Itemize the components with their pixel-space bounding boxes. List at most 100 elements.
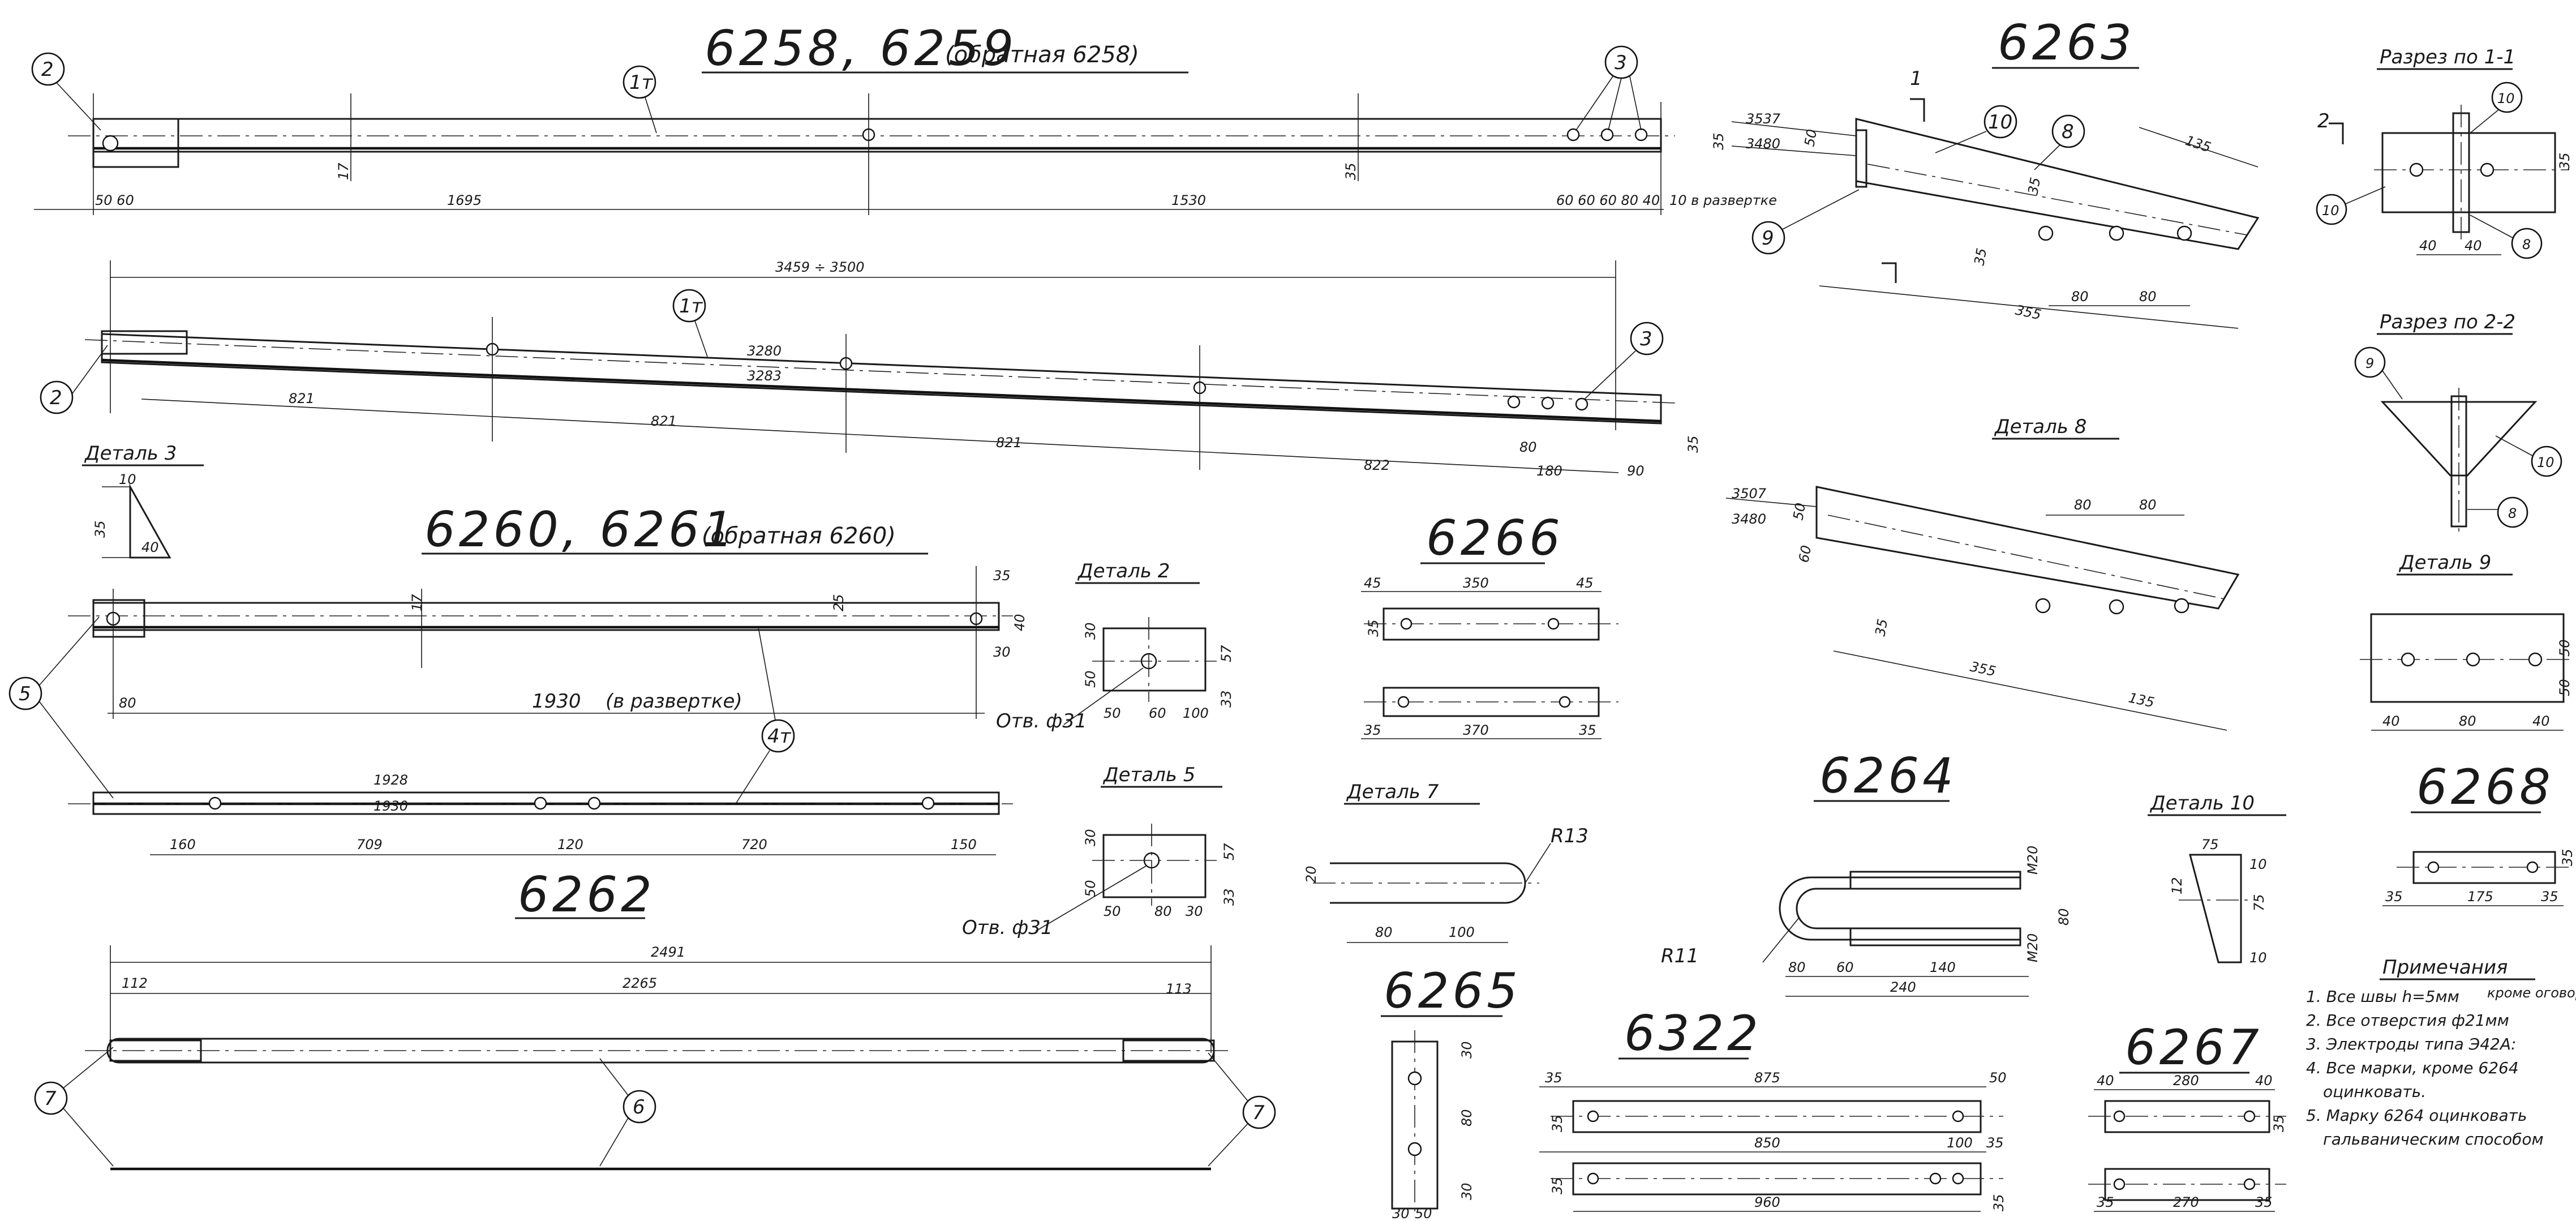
dim-80-incl: 80 bbox=[1519, 439, 1537, 455]
detail-5-d50b: 50 bbox=[1104, 903, 1121, 919]
leader-3b bbox=[1608, 78, 1622, 131]
callout-5 bbox=[8, 676, 42, 710]
leader-8-6263 bbox=[2034, 144, 2060, 170]
hole-6258-5 bbox=[1634, 128, 1648, 142]
hole-6265-1 bbox=[1407, 1071, 1422, 1086]
detail-9-title: Деталь 9 bbox=[2398, 551, 2491, 574]
callout-9-s22 bbox=[2354, 346, 2386, 378]
note-2: 2. Все отверстия ф21мм bbox=[2306, 1011, 2509, 1030]
section-2-2-shape bbox=[2380, 401, 2538, 477]
detail-5-plate bbox=[1102, 834, 1207, 898]
title-6262: 6262 bbox=[518, 867, 655, 923]
dimline-355-6263 bbox=[1819, 285, 2239, 329]
detail-8-hole-2 bbox=[2109, 599, 2124, 615]
detail-10-d75: 75 bbox=[2201, 837, 2219, 852]
dim-35-6322e: 35 bbox=[1991, 1194, 2007, 1211]
callout-9-6263 bbox=[1751, 221, 1785, 255]
hole-incl-4 bbox=[1507, 395, 1521, 409]
dim-821-c: 821 bbox=[996, 435, 1022, 451]
detail-10-d10b: 10 bbox=[2249, 950, 2267, 966]
dim-35-a: 35 bbox=[1343, 162, 1359, 180]
hole-6263-1 bbox=[2038, 225, 2054, 241]
leader-9-6263 bbox=[1782, 189, 1860, 230]
bracket-6263-rib bbox=[1855, 129, 1867, 188]
bar-inclined-edge bbox=[101, 358, 1661, 423]
callout-7-left bbox=[34, 1081, 68, 1115]
note-1b: кроме оговоренных bbox=[2487, 985, 2576, 1001]
hole-6263-3 bbox=[2176, 225, 2192, 241]
dim-1530: 1530 bbox=[1171, 192, 1206, 208]
dim-821-b: 821 bbox=[651, 413, 677, 429]
dim-175: 175 bbox=[2467, 889, 2493, 905]
detail-3-shape bbox=[129, 483, 171, 559]
dim-35-6268b: 35 bbox=[2541, 889, 2558, 905]
dim-17-a: 17 bbox=[336, 162, 351, 180]
bar-inclined-axis bbox=[84, 339, 1676, 404]
leader-6-b bbox=[599, 1117, 629, 1167]
detail-2-hole-note: Отв. ф31 bbox=[996, 710, 1087, 732]
dim-end-6258: 60 60 60 80 40 bbox=[1556, 192, 1660, 208]
hole-6266-1 bbox=[1400, 618, 1412, 630]
dim-40-6267b: 40 bbox=[2255, 1073, 2273, 1089]
detail-8-group: Деталь 8 80 80 3507 3480 50 60 35 355 13… bbox=[1725, 415, 2240, 731]
section-2-2-title: Разрез по 2-2 bbox=[2380, 311, 2515, 333]
callout-2-top-text: 2 bbox=[41, 58, 54, 81]
detail-8-dimline-355 bbox=[1833, 650, 2227, 731]
leader-1t-top bbox=[645, 97, 657, 134]
callout-7-right-text: 7 bbox=[1252, 1102, 1265, 1124]
detail-8-d50: 50 bbox=[1790, 502, 1809, 521]
detail-2-d50: 50 bbox=[1083, 670, 1098, 688]
callout-2-mid bbox=[40, 380, 74, 414]
title-6267: 6267 bbox=[2125, 1019, 2262, 1076]
section-1-1-arrow bbox=[2329, 122, 2344, 144]
detail-5-d33: 33 bbox=[1221, 888, 1237, 906]
leader-1t-mid bbox=[694, 320, 708, 357]
section-1-1-d40a: 40 bbox=[2419, 238, 2437, 254]
callout-8-6263 bbox=[2051, 114, 2085, 148]
detail-9-d40a: 40 bbox=[2382, 713, 2400, 729]
dim-35-6268a: 35 bbox=[2385, 889, 2403, 905]
dim-m20-top: M20 bbox=[2025, 846, 2041, 875]
section-arrow-1a bbox=[1910, 98, 1925, 122]
dim-1930: 1930 bbox=[532, 690, 581, 713]
detail-8-hole-3 bbox=[2174, 598, 2189, 614]
callout-10-s22-text: 10 bbox=[2537, 455, 2554, 470]
part-6322-group: 6322 35 875 50 35 850 100 35 960 35 35 bbox=[1539, 1005, 2007, 1212]
dim-50-60: 50 60 bbox=[95, 192, 134, 208]
dim-35-6266a: 35 bbox=[1366, 619, 1381, 637]
detail-10-shape bbox=[2189, 854, 2242, 963]
hole-6267-2 bbox=[2243, 1110, 2256, 1123]
dim-932-a: 35 bbox=[1711, 132, 1727, 150]
detail-3-d40: 40 bbox=[141, 539, 159, 555]
dim-30-6265c: 30 bbox=[1392, 1206, 1410, 1221]
leader-7-left-b bbox=[63, 1108, 114, 1167]
dim-80-6263a: 80 bbox=[2071, 289, 2089, 305]
dim-80-6264: 80 bbox=[2056, 908, 2072, 926]
section-1-1-d35: 35 bbox=[2557, 152, 2573, 170]
leader-10-s22 bbox=[2495, 435, 2533, 456]
hole-6265-2 bbox=[1407, 1142, 1422, 1156]
detail-5-title: Деталь 5 bbox=[1102, 764, 1195, 786]
title-6268: 6268 bbox=[2416, 759, 2554, 816]
hole-6322-5 bbox=[1952, 1172, 1964, 1185]
dim-35-6322b: 35 bbox=[1549, 1115, 1565, 1132]
dim-35-incl: 35 bbox=[1685, 435, 1701, 453]
detail-3-group: Деталь 3 10 35 40 bbox=[82, 442, 204, 559]
bracket-6263-axis bbox=[1867, 164, 2247, 235]
title-6264: 6264 bbox=[1819, 748, 1957, 804]
detail-3-title: Деталь 3 bbox=[84, 442, 177, 465]
dim-875: 875 bbox=[1754, 1070, 1780, 1086]
dim-822: 822 bbox=[1364, 457, 1390, 473]
dim-3283: 3283 bbox=[747, 368, 782, 384]
dim-1928: 1928 bbox=[373, 772, 408, 788]
note-1: 1. Все швы h=5мм bbox=[2306, 987, 2459, 1006]
callout-10-6263 bbox=[1983, 105, 2017, 139]
dim-30-6265b: 30 bbox=[1459, 1183, 1475, 1200]
dim-30-6265a: 30 bbox=[1459, 1041, 1475, 1059]
hole-6258-3 bbox=[1566, 128, 1580, 142]
dim-112: 112 bbox=[122, 975, 148, 991]
leader-6-a bbox=[599, 1058, 629, 1096]
thread-left bbox=[109, 1039, 202, 1062]
hole-6266-2 bbox=[1547, 618, 1560, 630]
section-1-1-title: Разрез по 1-1 bbox=[2380, 46, 2515, 68]
